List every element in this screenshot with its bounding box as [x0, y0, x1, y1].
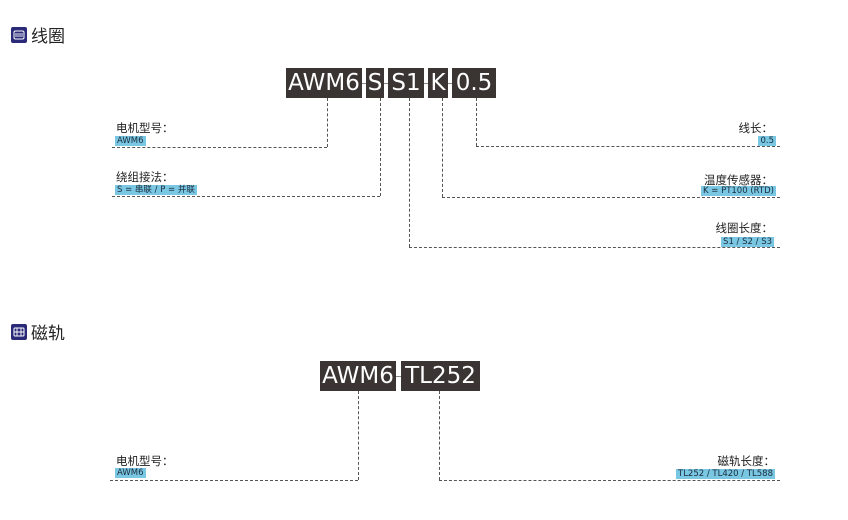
- rail-section-title: 磁轨: [11, 319, 65, 344]
- leader-line: [409, 247, 780, 248]
- leader-line: [476, 98, 477, 146]
- coil-length-label: 线圈长度：: [715, 221, 774, 235]
- leader-line: [112, 147, 327, 148]
- leader-line: [439, 480, 780, 481]
- code-rail-length: TL252: [401, 361, 480, 391]
- coil-title: 线圈: [31, 27, 65, 47]
- wire-length-label: 线长：: [738, 121, 774, 135]
- rail-icon: [11, 323, 27, 340]
- leader-line: [327, 98, 328, 147]
- code-coil-length: S1: [388, 68, 424, 98]
- leader-line: [110, 480, 358, 481]
- leader-line: [476, 146, 780, 147]
- code-temp-sensor: K: [428, 68, 448, 98]
- rail-length-label: 磁轨长度：: [717, 454, 776, 468]
- winding-label: 绕组接法：: [116, 170, 174, 184]
- leader-line: [112, 196, 380, 197]
- code-separator: [424, 83, 428, 85]
- code-separator: [448, 83, 452, 85]
- winding-value: S = 串联 / P = 并联: [115, 185, 197, 195]
- leader-line: [439, 391, 440, 480]
- coil-section-title: 线圈: [11, 22, 65, 47]
- code-separator: [362, 83, 366, 85]
- rail-motor-model-value: AWM6: [115, 468, 146, 478]
- leader-line: [409, 98, 410, 247]
- code-motor-model: AWM6: [320, 361, 396, 391]
- coil-code: AWM6 S S1 K 0.5: [286, 68, 496, 98]
- leader-line: [442, 197, 780, 198]
- temp-sensor-value: K = PT100 (RTD): [700, 186, 776, 196]
- code-separator: [384, 83, 388, 85]
- rail-length-value: TL252 / TL420 / TL588: [676, 469, 775, 479]
- code-motor-model: AWM6: [286, 68, 362, 98]
- rail-title: 磁轨: [31, 324, 65, 344]
- coil-motor-model-label: 电机型号：: [116, 121, 174, 135]
- code-separator: [396, 376, 401, 378]
- leader-line: [442, 98, 443, 197]
- temp-sensor-label: 温度传感器：: [704, 173, 773, 187]
- rail-motor-model-label: 电机型号：: [116, 454, 174, 468]
- coil-motor-model-value: AWM6: [115, 136, 146, 146]
- coil-icon: [11, 26, 27, 43]
- rail-code: AWM6 TL252: [320, 361, 480, 391]
- coil-length-value: S1 / S2 / S3: [721, 237, 774, 247]
- wire-length-value: 0.5: [758, 136, 776, 146]
- leader-line: [380, 98, 381, 196]
- leader-line: [358, 391, 359, 480]
- code-wire-length: 0.5: [452, 68, 496, 98]
- code-winding: S: [366, 68, 384, 98]
